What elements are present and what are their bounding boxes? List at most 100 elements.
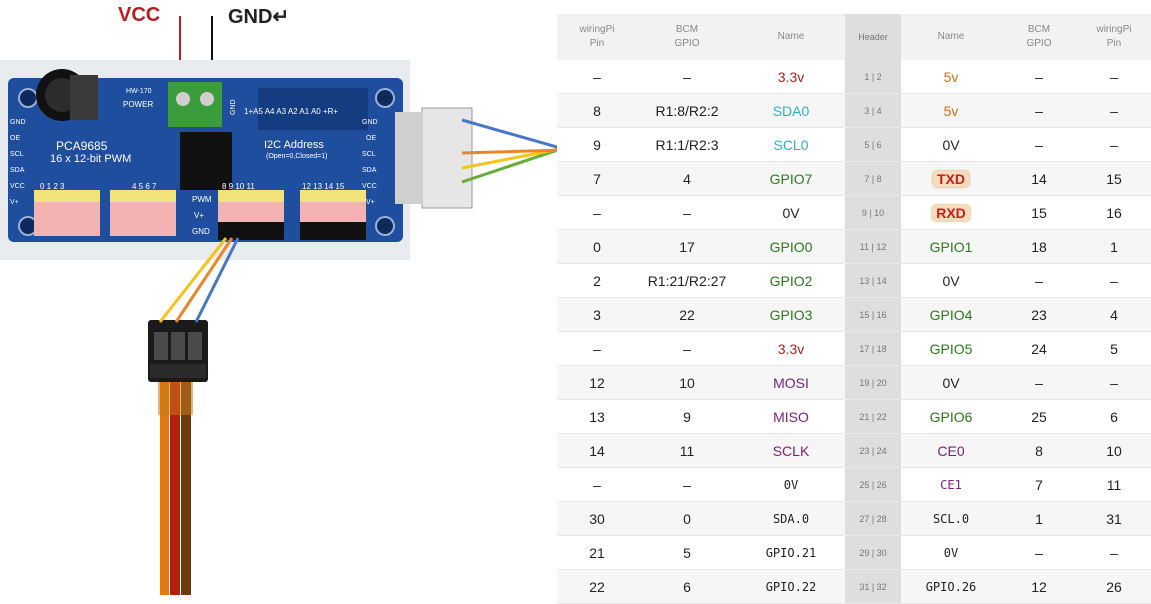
- cell-text: –: [1035, 102, 1043, 119]
- table-header-cell: Name: [737, 14, 845, 60]
- cell-text: MISO: [773, 408, 809, 425]
- cell-text: 7: [593, 170, 601, 187]
- cell-text: 25 | 26: [859, 479, 887, 490]
- cell-text: –: [1110, 102, 1118, 119]
- board-row-gnd: GND: [192, 227, 210, 236]
- cell-text: SCL.0: [932, 511, 970, 526]
- servo-orange-wire: [174, 237, 234, 323]
- cell-text: 5v: [943, 68, 959, 85]
- cell-text: 27 | 28: [859, 513, 887, 524]
- table-cell: 3.3v: [737, 60, 845, 94]
- cell-text: GPIO.22: [765, 579, 817, 594]
- cell-text: 6: [1110, 408, 1118, 425]
- cell-text: 26: [1106, 578, 1122, 595]
- table-cell: MOSI: [737, 365, 845, 400]
- board-i2c-label: I2C Address: [264, 139, 324, 151]
- header-line1: Name: [777, 31, 805, 42]
- cell-text: 11: [1106, 476, 1122, 493]
- cell-text: GPIO1: [929, 238, 973, 255]
- board-ch-group3: 8 9 10 11: [222, 182, 255, 191]
- cell-text: 8: [593, 102, 601, 119]
- cell-text: 9: [593, 136, 601, 153]
- cell-text: 11: [679, 442, 695, 459]
- table-cell: 5: [1077, 331, 1151, 366]
- servo-connector: [148, 320, 208, 382]
- table-cell: CE1: [901, 467, 1001, 502]
- table-cell: 1: [1001, 501, 1077, 536]
- cell-text: GPIO5: [929, 340, 973, 357]
- table-cell: 7 | 8: [845, 161, 901, 196]
- board-i2c-sub-label: (Open=0,Closed=1): [266, 153, 327, 160]
- table-cell: 2: [557, 263, 637, 298]
- board-right-pin-gnd: GND: [362, 119, 378, 126]
- cell-text: –: [593, 476, 601, 493]
- table-cell: GPIO.26: [901, 569, 1001, 604]
- table-cell: –: [1077, 60, 1151, 94]
- table-cell: –: [557, 60, 637, 94]
- cell-text: MOSI: [773, 374, 809, 391]
- table-cell: GPIO4: [901, 297, 1001, 332]
- table-cell: CE0: [901, 433, 1001, 468]
- servo-blue-wire: [194, 237, 240, 323]
- cell-text: –: [683, 476, 691, 493]
- header-line1: wiringPi: [579, 24, 615, 35]
- header-line1: BCM: [1027, 24, 1051, 35]
- table-cell: 7: [1001, 467, 1077, 502]
- cell-text: 0V: [783, 477, 799, 492]
- board-left-pin-vcc: VCC: [10, 183, 25, 190]
- board-pwm-label: 16 x 12-bit PWM: [50, 153, 131, 165]
- cell-text: 15: [1031, 204, 1047, 221]
- table-cell: –: [1077, 263, 1151, 298]
- table-cell: 22: [637, 297, 737, 332]
- table-cell: 1: [1077, 229, 1151, 264]
- table-cell: GPIO1: [901, 229, 1001, 264]
- cell-text: 21: [589, 544, 605, 561]
- table-cell: R1:21/R2:27: [637, 263, 737, 298]
- cell-text: 22: [589, 578, 605, 595]
- cell-text: 0V: [942, 272, 960, 289]
- cell-text: 17 | 18: [859, 343, 887, 354]
- cell-text: R1:8/R2:2: [655, 102, 719, 119]
- table-cell: 24: [1001, 331, 1077, 366]
- table-cell: –: [1001, 535, 1077, 570]
- table-cell: –: [1001, 263, 1077, 298]
- header-line1: Name: [937, 31, 965, 42]
- cell-text: –: [683, 68, 691, 85]
- cell-text: 0: [683, 510, 691, 527]
- table-cell: 15: [1077, 161, 1151, 196]
- cell-text: RXD: [932, 204, 970, 221]
- cell-text: 17: [679, 238, 695, 255]
- board-left-pin-sda: SDA: [10, 167, 25, 174]
- table-cell: 4: [1077, 297, 1151, 332]
- table-cell: 15 | 16: [845, 297, 901, 332]
- table-cell: 14: [557, 433, 637, 468]
- cell-text: 21 | 22: [859, 411, 887, 422]
- header-line1: Header: [858, 32, 888, 42]
- cell-text: 15 | 16: [859, 309, 887, 320]
- cell-text: 5 | 6: [864, 139, 882, 150]
- table-cell: –: [1001, 127, 1077, 162]
- table-cell: 0V: [901, 263, 1001, 298]
- board-right-pin-vcc: VCC: [362, 183, 377, 190]
- table-cell: SCL.0: [901, 501, 1001, 536]
- table-cell: 0V: [901, 365, 1001, 400]
- table-cell: 6: [1077, 399, 1151, 434]
- board-text: HW-170 POWER PCA9685 16 x 12-bit PWM I2C…: [10, 88, 378, 236]
- board-right-pin-sda: SDA: [362, 167, 377, 174]
- cell-text: –: [1035, 374, 1043, 391]
- header-line2: GPIO: [1026, 38, 1052, 49]
- table-cell: 11: [637, 433, 737, 468]
- cell-text: 3: [593, 306, 601, 323]
- table-cell: –: [637, 60, 737, 94]
- board-ch-group1: 0 1 2 3: [40, 182, 65, 191]
- cell-text: GPIO2: [769, 272, 813, 289]
- cell-text: 14: [589, 442, 605, 459]
